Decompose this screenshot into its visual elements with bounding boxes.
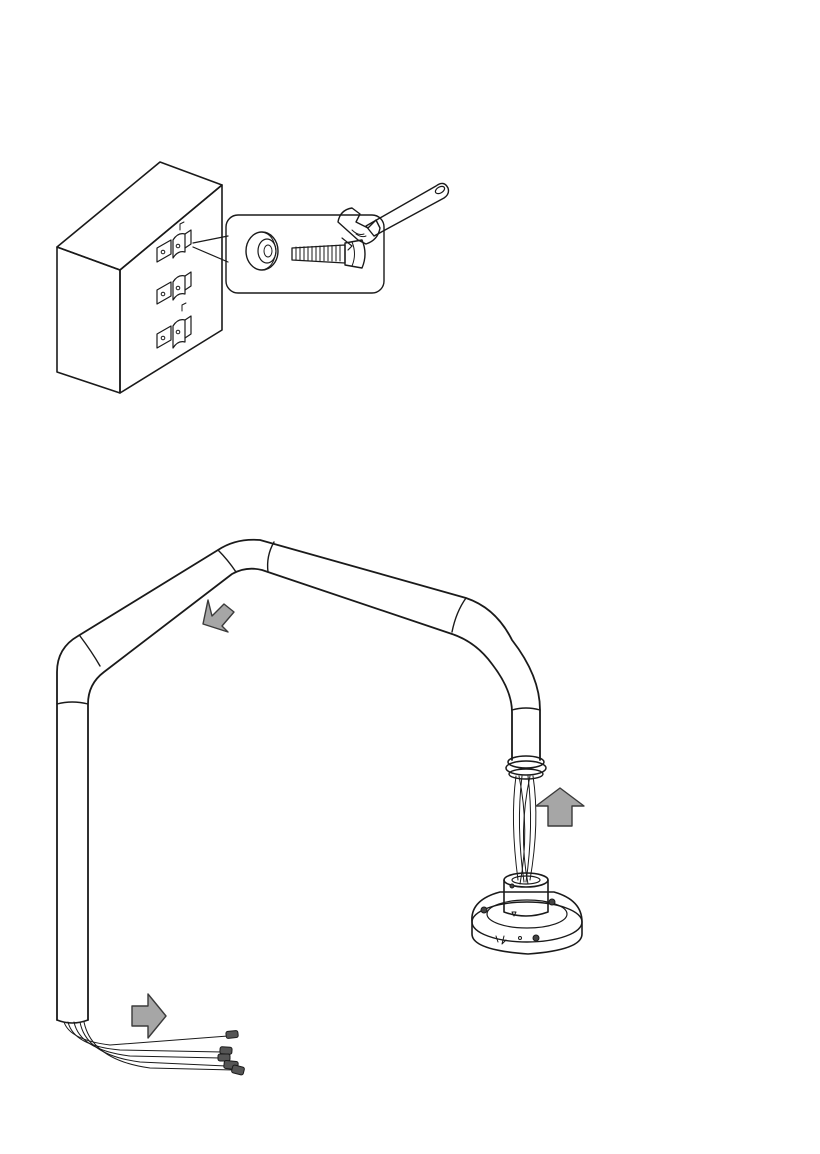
bolt-icon — [292, 240, 365, 268]
wrench-icon — [338, 183, 449, 250]
pipe-arm-icon — [57, 540, 546, 1023]
wall-box-icon — [57, 162, 222, 393]
mount-bracket-icon — [157, 222, 191, 348]
cable-bundle-icon — [513, 776, 535, 884]
callout-box — [226, 215, 384, 293]
mount-base-icon — [472, 873, 582, 954]
direction-arrow-icon — [132, 600, 584, 1038]
washer-icon — [246, 232, 278, 270]
